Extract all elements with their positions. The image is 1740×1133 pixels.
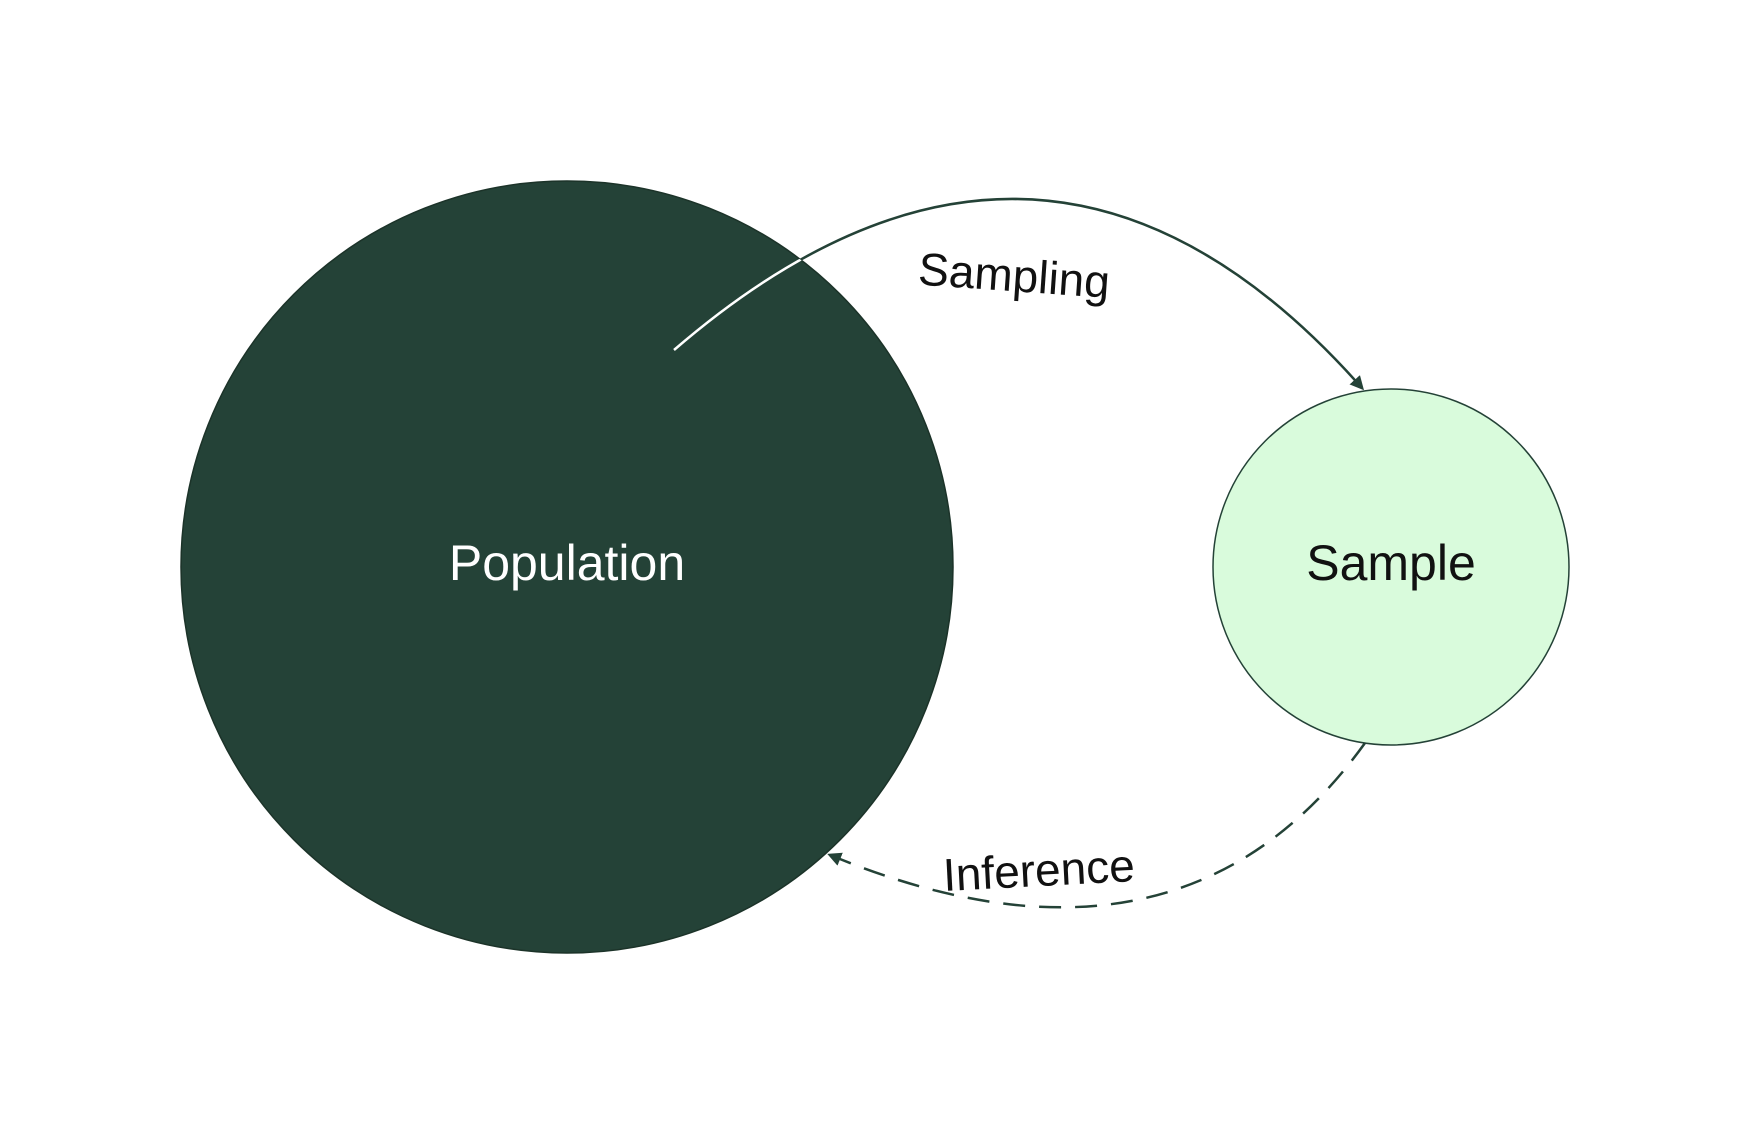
sampling-label: Sampling — [917, 243, 1112, 308]
sampling-arrow-line-inside-population — [673, 197, 953, 389]
sample-node: Sample — [1212, 388, 1570, 746]
population-node: Population — [180, 180, 954, 954]
inference-label: Inference — [942, 839, 1136, 901]
sample-label: Sample — [1306, 535, 1476, 591]
inference-arrow-line — [827, 742, 1367, 909]
population-label: Population — [449, 535, 685, 591]
inference-arrow: Inference — [827, 742, 1367, 909]
sample-circle — [1212, 388, 1570, 746]
sampling-arrow: Sampling — [673, 197, 1364, 391]
population-circle — [180, 180, 954, 954]
